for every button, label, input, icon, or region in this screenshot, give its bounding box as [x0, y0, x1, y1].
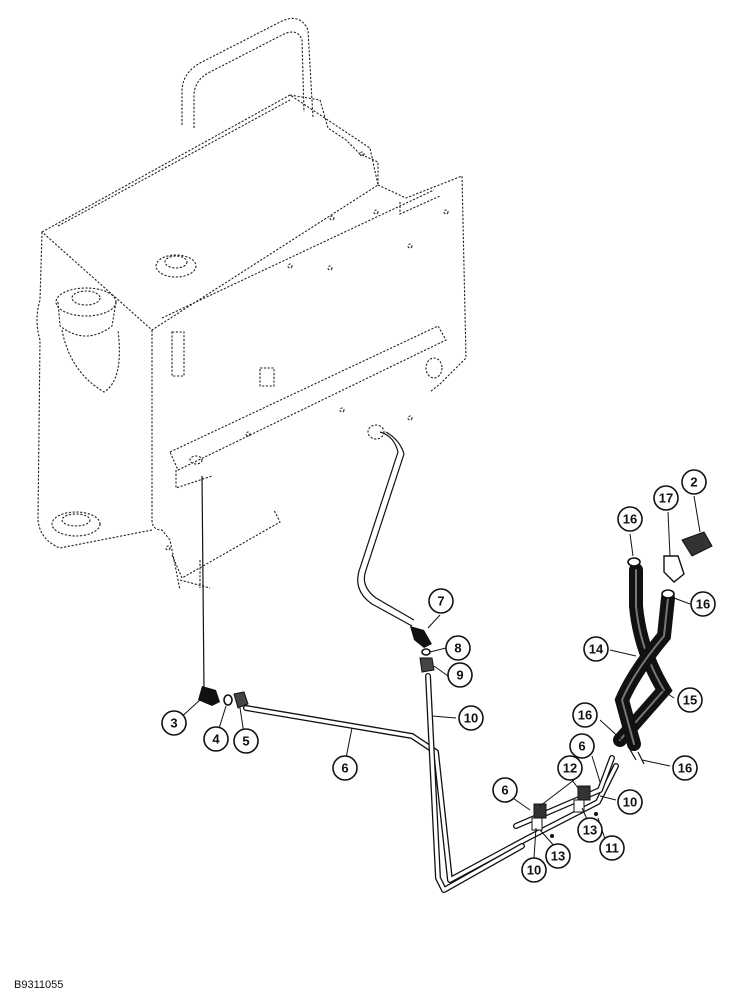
callout-12: 12 — [557, 755, 583, 781]
callout-circle — [681, 469, 707, 495]
callout-number: 17 — [659, 491, 673, 506]
callout-circle — [428, 588, 454, 614]
callout-16: 16 — [617, 506, 643, 532]
callout-number: 7 — [437, 594, 444, 609]
callout-number: 3 — [170, 716, 177, 731]
callout-circle — [577, 817, 603, 843]
callout-number: 13 — [583, 823, 597, 838]
callout-circle — [569, 733, 595, 759]
fittings — [198, 531, 713, 838]
callout-number: 6 — [341, 761, 348, 776]
callout-number: 9 — [456, 668, 463, 683]
callout-circle — [617, 506, 643, 532]
callout-17: 17 — [653, 485, 679, 511]
callout-3: 3 — [161, 710, 187, 736]
callout-number: 16 — [678, 761, 692, 776]
callout-16: 16 — [690, 591, 716, 617]
callout-number: 2 — [690, 475, 697, 490]
callout-4: 4 — [203, 726, 229, 752]
callout-6: 6 — [492, 777, 518, 803]
callout-circle — [583, 636, 609, 662]
callout-circle — [545, 843, 571, 869]
callout-9: 9 — [447, 662, 473, 688]
callout-13: 13 — [545, 843, 571, 869]
callout-circle — [332, 755, 358, 781]
callout-number: 10 — [623, 795, 637, 810]
callout-circle — [690, 591, 716, 617]
callout-8: 8 — [445, 635, 471, 661]
callout-circle — [599, 835, 625, 861]
callout-circle — [458, 705, 484, 731]
callout-number: 6 — [578, 739, 585, 754]
callout-10: 10 — [521, 857, 547, 883]
reservoir-phantom — [36, 17, 467, 591]
callout-number: 10 — [527, 863, 541, 878]
callout-circle — [677, 687, 703, 713]
callout-number: 13 — [551, 849, 565, 864]
callout-circle — [447, 662, 473, 688]
callout-16: 16 — [672, 755, 698, 781]
callout-circle — [233, 728, 259, 754]
callout-number: 16 — [578, 708, 592, 723]
callout-circle — [572, 702, 598, 728]
callout-10: 10 — [617, 789, 643, 815]
callout-15: 15 — [677, 687, 703, 713]
callout-circle — [653, 485, 679, 511]
callout-circle — [617, 789, 643, 815]
callout-circle — [445, 635, 471, 661]
callout-number: 12 — [563, 761, 577, 776]
callout-number: 5 — [242, 734, 249, 749]
callout-number: 16 — [623, 512, 637, 527]
callout-number: 4 — [212, 732, 220, 747]
callout-number: 15 — [683, 693, 697, 708]
callout-11: 11 — [599, 835, 625, 861]
tank-lines — [201, 431, 415, 691]
callout-10: 10 — [458, 705, 484, 731]
callout-number: 8 — [454, 641, 461, 656]
callout-circle — [161, 710, 187, 736]
callout-number: 16 — [696, 597, 710, 612]
callout-14: 14 — [583, 636, 609, 662]
callout-5: 5 — [233, 728, 259, 754]
callout-circle — [492, 777, 518, 803]
callout-6: 6 — [569, 733, 595, 759]
callout-2: 2 — [681, 469, 707, 495]
callout-number: 14 — [589, 642, 604, 657]
hoses — [613, 563, 675, 765]
callout-13: 13 — [577, 817, 603, 843]
callout-number: 6 — [501, 783, 508, 798]
callout-6: 6 — [332, 755, 358, 781]
callout-circle — [521, 857, 547, 883]
callout-number: 10 — [464, 711, 478, 726]
figure-code: B9311055 — [14, 979, 63, 991]
callout-circle — [672, 755, 698, 781]
callout-circle — [557, 755, 583, 781]
callout-16: 16 — [572, 702, 598, 728]
callout-7: 7 — [428, 588, 454, 614]
callout-circle — [203, 726, 229, 752]
callout-number: 11 — [605, 841, 619, 856]
